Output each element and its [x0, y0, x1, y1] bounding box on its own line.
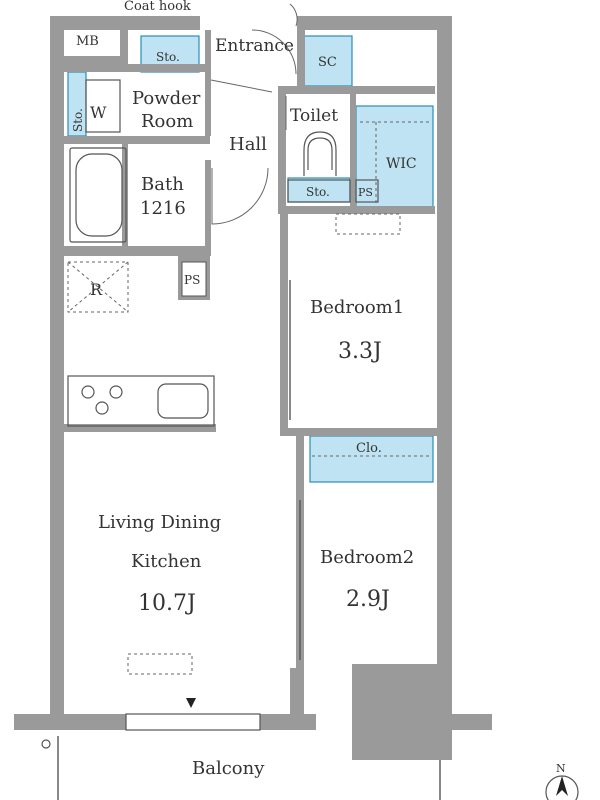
wall-toilet-left	[278, 86, 286, 214]
ps-bath-inner	[181, 261, 207, 297]
label-ldk-1: Living Dining	[98, 512, 221, 533]
wall-left	[50, 16, 64, 716]
powder-door-swing	[210, 79, 273, 93]
refrigerator-diag	[67, 261, 129, 313]
ac-bedroom1	[335, 213, 401, 235]
refrigerator-diag-2	[67, 261, 129, 313]
wall-ldk-step	[290, 668, 304, 718]
fixtures	[41, 3, 579, 800]
label-balcony: Balcony	[192, 758, 265, 779]
storage-fills	[67, 35, 434, 483]
burner-2	[109, 385, 123, 399]
bathtub-inner	[75, 153, 123, 237]
wall-bottom-mid	[260, 714, 316, 730]
label-sto-toilet: Sto.	[306, 185, 330, 199]
toilet-bowl	[303, 131, 337, 176]
wall-powder-top	[64, 64, 210, 72]
wall-entrance-right	[297, 30, 305, 92]
wall-toilet-top	[280, 86, 435, 94]
label-bedroom1-name: Bedroom1	[310, 297, 404, 318]
walls	[14, 16, 492, 760]
wall-right	[437, 16, 452, 716]
label-mb: MB	[76, 34, 99, 49]
wall-toilet-right	[350, 94, 356, 208]
wall-bath-bottom	[64, 246, 210, 256]
burner-3	[95, 401, 109, 415]
wall-powder-right	[205, 30, 211, 136]
kitchen-counter	[67, 375, 215, 427]
wall-mb	[120, 16, 128, 60]
sliding-window	[125, 713, 261, 731]
wall-toilet-bottom	[278, 206, 435, 214]
wall-kitchen	[64, 424, 216, 432]
wall-bedroom1-bottom	[280, 428, 437, 436]
label-ps-bath: PS	[184, 273, 200, 287]
label-entrance: Entrance	[215, 36, 294, 56]
wall-corner-block	[352, 664, 452, 760]
label-bedroom2-size: 2.9J	[346, 587, 390, 612]
kitchen-sink	[157, 383, 209, 419]
label-bedroom1-size: 3.3J	[338, 339, 382, 364]
north-arrow	[556, 776, 568, 796]
label-powder-2: Room	[141, 111, 193, 132]
label-bath-1: Bath	[141, 174, 184, 195]
label-closet: Clo.	[356, 441, 382, 456]
wall-bath-top	[64, 136, 210, 144]
closet-fill	[309, 435, 434, 483]
label-bedroom2-name: Bedroom2	[320, 547, 414, 568]
label-ldk-size: 10.7J	[138, 591, 196, 616]
label-powder-1: Powder	[132, 88, 201, 109]
toilet-bowl-inner	[307, 137, 333, 170]
wall-bath-divider	[122, 144, 128, 246]
washer	[85, 79, 121, 133]
ps-toilet	[355, 179, 379, 203]
label-ldk-2: Kitchen	[131, 551, 202, 572]
labels: Coat hook MB Sto. Entrance SC Sto. W Pow…	[71, 0, 566, 779]
wall-mb-bottom	[64, 56, 128, 64]
wall-bath-right	[205, 160, 211, 256]
refrigerator-space	[67, 261, 129, 313]
toilet-storage	[287, 179, 351, 203]
wall-top-right	[297, 16, 452, 30]
hall-door-swing	[211, 167, 269, 225]
coat-door-swing	[289, 3, 298, 27]
label-wic: WIC	[386, 156, 417, 172]
label-coat-hook: Coat hook	[124, 0, 191, 14]
label-sc: SC	[318, 55, 337, 70]
wall-bottom-left	[14, 714, 126, 730]
bathtub	[69, 147, 127, 243]
label-r: R	[90, 280, 103, 299]
label-sto-powder: Sto.	[71, 108, 85, 132]
burner-1	[81, 385, 95, 399]
wall-bedroom1-left	[280, 214, 288, 434]
label-hall: Hall	[229, 134, 267, 155]
label-toilet: Toilet	[290, 106, 338, 126]
entry-marker	[186, 698, 196, 708]
label-bath-2: 1216	[140, 198, 186, 219]
wic-fill	[355, 105, 434, 211]
entrance-door-swing	[251, 29, 297, 75]
wall-bottom-right	[352, 714, 492, 730]
shoe-cabinet-fill	[301, 35, 353, 87]
label-ps-toilet: PS	[358, 186, 373, 199]
ac-ldk	[127, 653, 193, 675]
balcony-drain	[41, 739, 51, 749]
label-w: W	[90, 103, 107, 122]
label-sto-entrance: Sto.	[156, 50, 180, 64]
label-north: N	[556, 762, 566, 775]
